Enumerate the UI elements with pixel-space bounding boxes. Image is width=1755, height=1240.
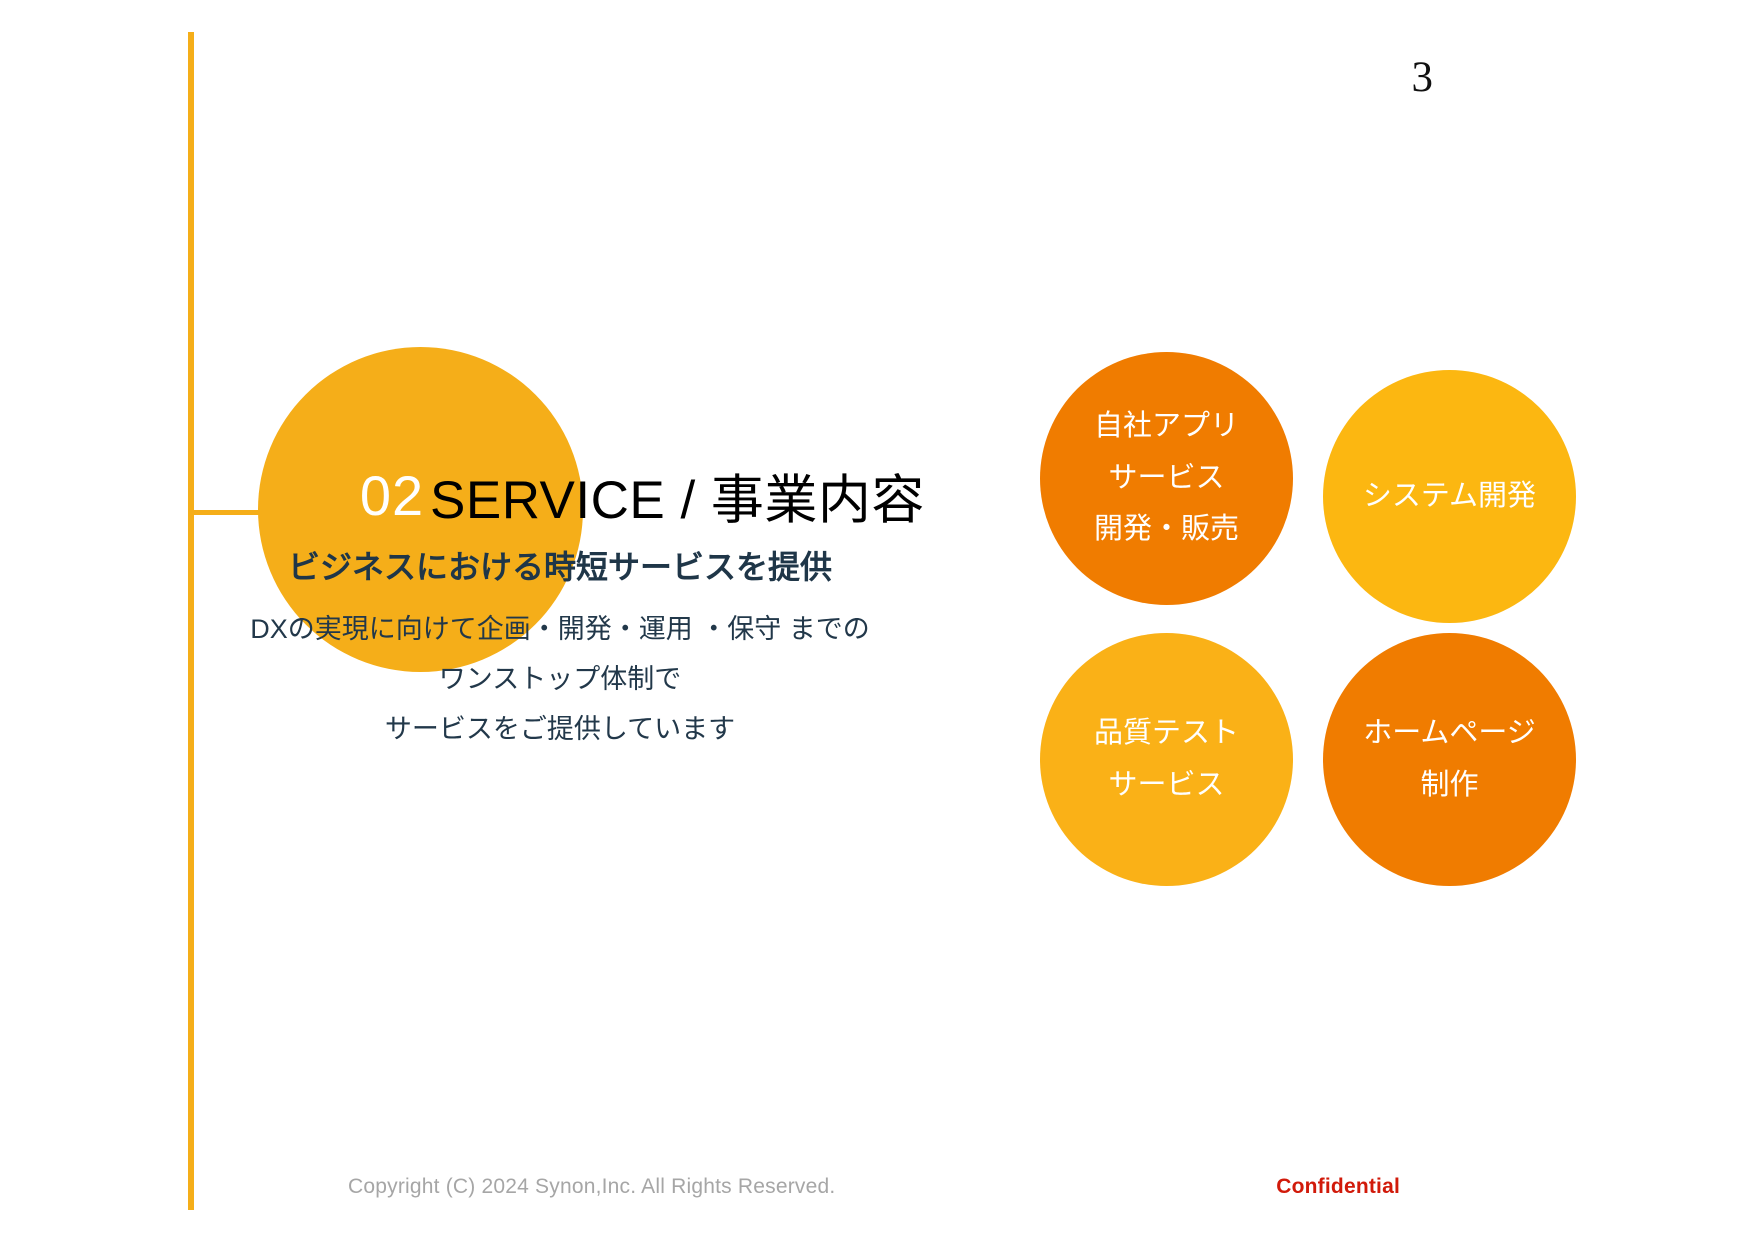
- service-circle-line: 品質テスト: [1093, 716, 1239, 749]
- lead-paragraph-line: ワンストップ体制で: [438, 663, 682, 694]
- service-circle-own-app: 自社アプリ サービス 開発・販売: [1040, 352, 1293, 605]
- service-circle-line: 開発・販売: [1093, 513, 1239, 546]
- left-accent-rail: [188, 32, 194, 1210]
- lead-paragraph-line: DXの実現に向けて企画・開発・運用 ・保守 までの: [250, 614, 870, 644]
- service-circle-line: ホームページ: [1363, 716, 1536, 749]
- service-circle-cluster: 自社アプリ サービス 開発・販売 システム開発 品質テスト サービス ホームペー…: [1040, 352, 1600, 892]
- hero-section-circle: [258, 347, 583, 672]
- service-circle-line: サービス: [1108, 768, 1225, 801]
- service-circle-line: サービス: [1108, 461, 1225, 494]
- service-circle-system-development: システム開発: [1323, 370, 1576, 623]
- left-accent-tick: [188, 510, 284, 515]
- page-number: 3: [1411, 54, 1434, 101]
- page-title-text: SERVICE / 事業内容: [430, 471, 925, 530]
- page-subtitle: ビジネスにおける時短サービスを提供: [287, 549, 832, 585]
- lead-paragraph: DXの実現に向けて企画・開発・運用 ・保守 までの ワンストップ体制で サービス…: [220, 605, 900, 755]
- page-title: SERVICE / 事業内容: [430, 474, 925, 527]
- hero-section-number: 02: [359, 464, 425, 527]
- service-circle-homepage: ホームページ 制作: [1323, 633, 1576, 886]
- service-circle-quality-test: 品質テスト サービス: [1040, 633, 1293, 886]
- footer-confidential-label: Confidential: [1276, 1175, 1400, 1198]
- service-circle-line: システム開発: [1362, 479, 1537, 512]
- service-circle-line: 制作: [1420, 768, 1479, 801]
- footer-copyright: Copyright (C) 2024 Synon,Inc. All Rights…: [348, 1175, 836, 1198]
- lead-paragraph-line: サービスをご提供しています: [384, 713, 736, 744]
- service-circle-line: 自社アプリ: [1093, 410, 1239, 443]
